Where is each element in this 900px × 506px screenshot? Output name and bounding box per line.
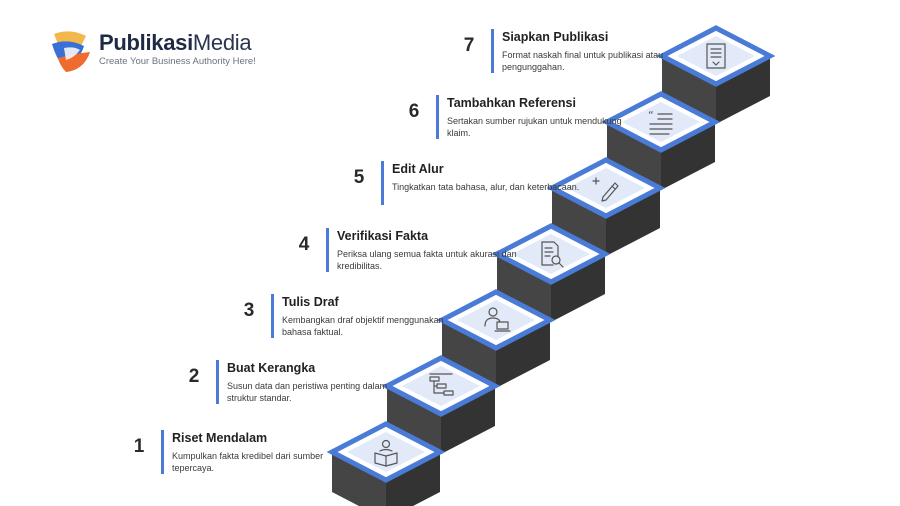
stair-top-tile [457, 300, 535, 340]
stair-step-2 [381, 355, 501, 454]
brand-logo: PublikasiMedia Create Your Business Auth… [50, 28, 280, 78]
stair-side-face [551, 254, 605, 322]
brand-tagline: Create Your Business Authority Here! [99, 56, 256, 67]
step-number: 1 [133, 436, 145, 457]
step-title: Tambahkan Referensi [447, 96, 576, 110]
brand-name: PublikasiMedia [99, 30, 252, 56]
step-title: Siapkan Publikasi [502, 30, 609, 44]
stair-step-7 [656, 25, 776, 124]
stair-top-tile [622, 102, 700, 142]
step-title: Edit Alur [392, 162, 444, 176]
stair-side-face [441, 386, 495, 454]
step-description: Periksa ulang semua fakta untuk akurasi … [337, 249, 517, 271]
quote-reference-icon: “ [648, 109, 673, 135]
document-search-icon [541, 241, 564, 268]
stair-top-tile [567, 168, 645, 208]
stair-step-3 [436, 289, 556, 388]
step-description: Kumpulkan fakta kredibel dari sumber tep… [172, 451, 324, 473]
step-title: Buat Kerangka [227, 361, 316, 375]
stair-step-6: “ [601, 91, 721, 190]
stair-front-face [497, 254, 551, 322]
stair-side-face [496, 320, 550, 388]
stair-front-face [387, 386, 441, 454]
stair-top-tile [677, 36, 755, 76]
stair-step-4 [491, 223, 611, 322]
step-accent-bar [436, 95, 439, 139]
outline-structure-icon [429, 373, 454, 396]
stair-step-1 [326, 421, 446, 506]
step-number: 4 [298, 234, 310, 255]
step-number: 5 [353, 167, 365, 188]
step-number: 7 [463, 35, 475, 56]
stair-side-face [386, 452, 440, 506]
step-accent-bar [326, 228, 329, 272]
step-accent-bar [216, 360, 219, 404]
stair-front-face [442, 320, 496, 388]
stair-front-face [662, 56, 716, 124]
quote-mark: “ [648, 109, 654, 122]
brand-name-light: Media [192, 30, 252, 55]
step-accent-bar [161, 430, 164, 474]
step-accent-bar [271, 294, 274, 338]
step-description: Kembangkan draf objektif menggunakan bah… [282, 315, 444, 337]
stair-top-tile [512, 234, 590, 274]
book-reader-icon [374, 439, 398, 467]
stair-side-face [716, 56, 770, 124]
step-title: Riset Mendalam [172, 431, 268, 445]
stair-side-face [661, 122, 715, 190]
step-description: Susun data dan peristiwa penting dalam s… [227, 381, 388, 403]
step-number: 3 [243, 300, 255, 321]
brand-name-bold: Publikasi [99, 30, 193, 55]
writer-laptop-icon [484, 307, 511, 332]
step-description: Sertakan sumber rujukan untuk mendukung … [447, 116, 622, 138]
stair-top-tile [402, 366, 480, 406]
step-title: Verifikasi Fakta [337, 229, 429, 243]
step-number: 6 [408, 101, 420, 122]
pen-edit-icon [592, 177, 619, 202]
stair-top-tile [347, 432, 425, 472]
stair-side-face [606, 188, 660, 256]
step-number: 2 [188, 366, 200, 387]
stair-front-face [332, 452, 386, 506]
final-document-icon [706, 43, 726, 69]
step-accent-bar [491, 29, 494, 73]
step-accent-bar [381, 161, 384, 205]
stair-front-face [552, 188, 606, 256]
step-description: Tingkatkan tata bahasa, alur, dan keterb… [392, 182, 580, 192]
stair-step-5 [546, 157, 666, 256]
brand-logo-icon [52, 31, 90, 72]
step-description: Format naskah final untuk publikasi atau… [502, 50, 664, 72]
step-title: Tulis Draf [282, 295, 339, 309]
stair-front-face [607, 122, 661, 190]
